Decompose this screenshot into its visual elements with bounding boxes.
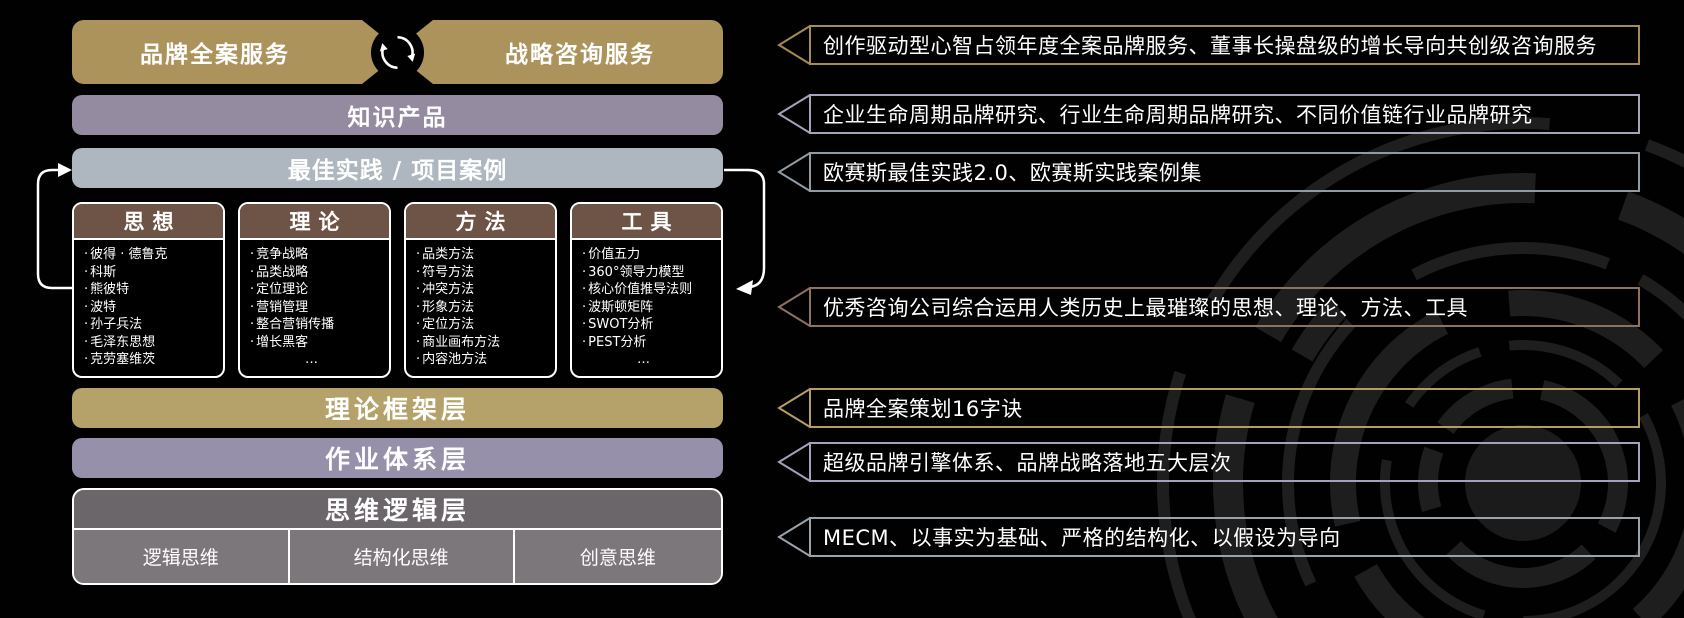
column-theory-title: 理论 [240,204,389,240]
column-thought-title: 思想 [74,204,223,240]
operation-system-layer-label: 作业体系层 [324,445,470,474]
knowledge-columns: 思想 彼得 · 德鲁克 科斯 熊彼特 波特 孙子兵法 毛泽东思想 克劳塞维茨 理… [72,202,723,378]
list-item: 毛泽东思想 [84,334,219,352]
chevron-left-icon [777,94,811,134]
banner-theory-framework: 品牌全案策划16字诀 [777,388,1640,428]
knowledge-products-bar: 知识产品 [72,95,723,135]
chevron-left-icon [777,152,811,192]
brand-full-service-label: 品牌全案服务 [140,42,290,68]
strategy-consulting-label: 战略咨询服务 [505,42,655,68]
banner-theory-framework-text: 品牌全案策划16字诀 [809,388,1640,428]
list-item: 形象方法 [416,299,551,317]
list-item: 孙子兵法 [84,316,219,334]
column-theory: 理论 竞争战略 品类战略 定位理论 营销管理 整合营销传播 增长黑客 … [238,202,391,378]
banner-operation-system: 超级品牌引擎体系、品牌战略落地五大层次 [777,442,1640,482]
banner-thinking-logic: MECM、以事实为基础、严格的结构化、以假设为导向 [777,517,1640,557]
ellipsis: … [305,352,320,367]
banner-knowledge: 企业生命周期品牌研究、行业生命周期品牌研究、不同价值链行业品牌研究 [777,94,1640,134]
loop-arrow-right [724,168,766,295]
thinking-cell-logic: 逻辑思维 [142,547,219,569]
ellipsis: … [471,369,486,378]
list-item: 增长黑客 [250,334,385,352]
list-item: 冲突方法 [416,281,551,299]
loop-arrow-left [36,163,74,290]
chevron-left-icon [777,25,811,65]
strategy-consulting-shape: 战略咨询服务 [393,20,723,84]
thinking-logic-title: 思维逻辑层 [74,490,721,530]
thinking-logic-layer: 思维逻辑层 逻辑思维 结构化思维 创意思维 [72,488,723,585]
list-item: PEST分析 [582,334,717,352]
list-item: 品类方法 [416,246,551,264]
banner-columns-text: 优秀咨询公司综合运用人类历史上最璀璨的思想、理论、方法、工具 [809,287,1640,327]
list-item: SWOT分析 [582,316,717,334]
column-method: 方法 品类方法 符号方法 冲突方法 形象方法 定位方法 商业画布方法 内容池方法… [404,202,557,378]
best-practice-label: 最佳实践 / 项目案例 [287,158,508,184]
chevron-left-icon [777,287,811,327]
banner-services: 创作驱动型心智占领年度全案品牌服务、董事长操盘级的增长导向共创级咨询服务 [777,25,1640,65]
ellipsis: … [637,352,652,367]
list-item: 内容池方法 [416,351,551,369]
operation-system-layer-bar: 作业体系层 [72,438,723,478]
list-item: 竞争战略 [250,246,385,264]
banner-practice: 欧赛斯最佳实践2.0、欧赛斯实践案例集 [777,152,1640,192]
thinking-cell-structured: 结构化思维 [287,530,515,583]
best-practice-bar: 最佳实践 / 项目案例 [72,148,723,188]
list-item: 360°领导力模型 [582,264,717,282]
list-item: 营销管理 [250,299,385,317]
theory-framework-layer-bar: 理论框架层 [72,388,723,428]
list-item: 定位方法 [416,316,551,334]
column-tool-title: 工具 [572,204,721,240]
cycle-arrows-icon [370,25,425,80]
list-item: 价值五力 [582,246,717,264]
banner-services-text: 创作驱动型心智占领年度全案品牌服务、董事长操盘级的增长导向共创级咨询服务 [809,25,1640,65]
list-item: 波特 [84,299,219,317]
list-item: 波斯顿矩阵 [582,299,717,317]
brand-full-service-shape: 品牌全案服务 [72,20,402,84]
banner-operation-system-text: 超级品牌引擎体系、品牌战略落地五大层次 [809,442,1640,482]
list-item: 整合营销传播 [250,316,385,334]
column-thought: 思想 彼得 · 德鲁克 科斯 熊彼特 波特 孙子兵法 毛泽东思想 克劳塞维茨 [72,202,225,378]
theory-framework-layer-label: 理论框架层 [324,395,470,424]
list-item: 符号方法 [416,264,551,282]
list-item: 核心价值推导法则 [582,281,717,299]
list-item: 定位理论 [250,281,385,299]
list-item: 熊彼特 [84,281,219,299]
column-method-title: 方法 [406,204,555,240]
banner-thinking-logic-text: MECM、以事实为基础、严格的结构化、以假设为导向 [809,517,1640,557]
list-item: 科斯 [84,264,219,282]
knowledge-products-label: 知识产品 [347,105,448,131]
banner-practice-text: 欧赛斯最佳实践2.0、欧赛斯实践案例集 [809,152,1640,192]
column-tool: 工具 价值五力 360°领导力模型 核心价值推导法则 波斯顿矩阵 SWOT分析 … [570,202,723,378]
banner-columns: 优秀咨询公司综合运用人类历史上最璀璨的思想、理论、方法、工具 [777,287,1640,327]
thinking-cell-creative: 创意思维 [579,547,656,569]
chevron-left-icon [777,442,811,482]
list-item: 品类战略 [250,264,385,282]
chevron-left-icon [777,517,811,557]
banner-knowledge-text: 企业生命周期品牌研究、行业生命周期品牌研究、不同价值链行业品牌研究 [809,94,1640,134]
list-item: 克劳塞维茨 [84,351,219,369]
brand-watermark [1157,117,1684,618]
chevron-left-icon [777,388,811,428]
list-item: 商业画布方法 [416,334,551,352]
list-item: 彼得 · 德鲁克 [84,246,219,264]
